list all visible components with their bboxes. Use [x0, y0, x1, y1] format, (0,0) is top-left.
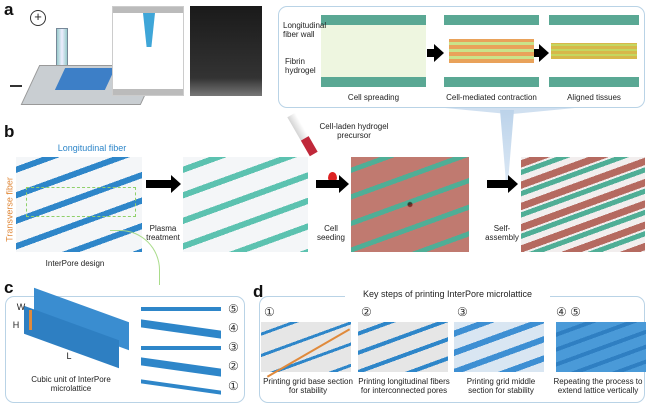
step-caption: Printing grid middle section for stabili… — [466, 377, 536, 395]
callout-wall: Longitudinal fiber wall — [283, 21, 327, 39]
step-cell-seeding: Cell seeding — [316, 224, 346, 242]
step-number: ③ — [457, 305, 468, 319]
step-3-image — [454, 322, 544, 372]
step-caption: Printing grid base section for stability — [263, 377, 353, 395]
layer-number: ⑤ — [228, 302, 239, 316]
panel-d-title: Key steps of printing InterPore microlat… — [345, 290, 550, 299]
cell-seeded-lattice-image — [351, 157, 469, 252]
panel-label-b: b — [4, 122, 15, 141]
arrow-icon — [316, 175, 349, 193]
dim-h: H — [12, 320, 20, 330]
step-number: ② — [361, 305, 372, 319]
panel-a-box: Longitudinal fiber wall Fibrin hydrogel … — [278, 6, 645, 108]
droplet-icon — [328, 172, 337, 182]
step-number: ④ ⑤ — [556, 305, 581, 319]
dim-w: W — [16, 302, 26, 312]
ground-icon — [10, 85, 22, 87]
panel-label-c: c — [4, 278, 14, 297]
plasma-treated-lattice-image — [183, 157, 308, 252]
step-caption: Repeating the process to extend lattice … — [553, 377, 643, 395]
step-4-5-image — [556, 322, 646, 372]
self-assembled-tissue-image — [521, 157, 645, 252]
stage-caption: Cell-mediated contraction — [446, 93, 537, 102]
dim-l: L — [66, 351, 72, 361]
stage-contraction-image — [444, 15, 539, 87]
panel-c-box: W H L Cubic unit of InterPore microlatti… — [5, 287, 245, 403]
layer-number: ③ — [228, 340, 239, 354]
step-number: ① — [264, 305, 275, 319]
stage-caption: Cell spreading — [347, 93, 400, 102]
arrow-icon — [534, 44, 549, 62]
layer-number: ② — [228, 359, 239, 373]
printer-illustration: + — [10, 10, 160, 110]
syringe — [56, 28, 68, 68]
arrow-icon — [427, 44, 444, 62]
layer-number: ④ — [228, 321, 239, 335]
exploded-layers-illustration — [141, 303, 226, 398]
transverse-fiber-label: Transverse fiber — [4, 177, 15, 242]
stage-caption: Aligned tissues — [567, 93, 621, 102]
cubic-unit-illustration — [24, 287, 134, 370]
callout-hydrogel: Fibrin hydrogel — [285, 57, 316, 75]
interpore-design-label: InterPore design — [45, 259, 105, 268]
step-self-assembly: Self-assembly — [485, 224, 519, 242]
step-1-image — [261, 322, 351, 378]
panel-label-d: d — [253, 282, 264, 301]
step-2-image — [358, 322, 448, 372]
electric-field-schematic — [112, 6, 184, 96]
longitudinal-fiber-label: Longitudinal fiber — [57, 143, 127, 153]
layer-number: ① — [228, 379, 239, 393]
stage-aligned-image — [549, 15, 639, 87]
dropper-icon — [287, 112, 318, 157]
step-caption: Printing longitudinal fibers for interco… — [358, 377, 450, 395]
arrow-icon — [487, 175, 518, 193]
panel-label-a: a — [4, 0, 14, 19]
printed-lattice — [54, 68, 116, 90]
arrow-icon — [146, 175, 181, 193]
jet-photo — [190, 6, 262, 96]
step-plasma-treatment: Plasma treatment — [146, 224, 180, 242]
cubic-unit-caption: Cubic unit of InterPore microlattice — [31, 375, 111, 393]
plus-terminal-icon: + — [30, 10, 46, 26]
stage-cell-spreading-image — [321, 15, 426, 87]
precursor-label: Cell-laden hydrogel precursor — [319, 122, 389, 140]
